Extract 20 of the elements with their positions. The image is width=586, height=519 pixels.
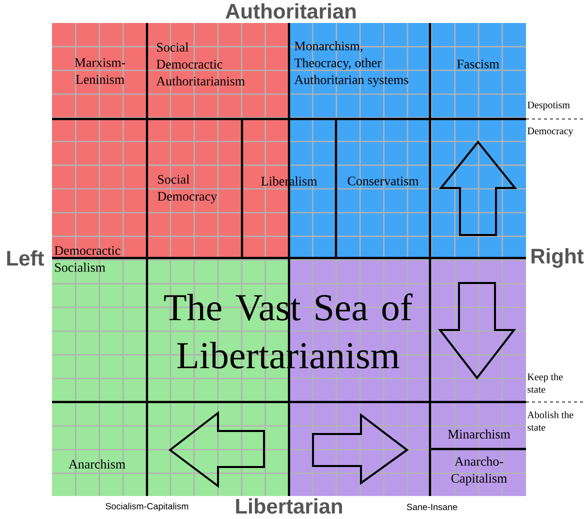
side-label: Keep the state [527,373,563,393]
region-label: Fascism [457,60,500,68]
axis-label: Libertarian [236,498,342,514]
region-label: Minarchism [448,429,510,439]
region-label: Marxism-Leninism [74,58,126,84]
scale-label: Sane-Insane [406,504,458,510]
axis-label: Authoritarian [226,3,356,19]
region-label: Democractic Socialism [54,246,120,272]
scale-label: Socialism-Capitalism [106,502,188,512]
side-label: Abolish the state [527,411,574,431]
region-label: Anarcho-Capitalism [451,456,507,486]
side-label: Democracy [527,128,574,136]
axis-label: Left [7,250,44,266]
side-label: Despotism [527,102,570,110]
axis-label: Right [532,248,584,268]
region-label: Social Democractic Authoritarianism [156,42,245,86]
region-label: Conservatism [348,176,419,186]
region-label: Social Democracy [158,174,218,204]
region-label: Anarchism [68,459,126,469]
region-label: Monarchism, Theocracy, other Authoritarian systems [294,41,408,87]
